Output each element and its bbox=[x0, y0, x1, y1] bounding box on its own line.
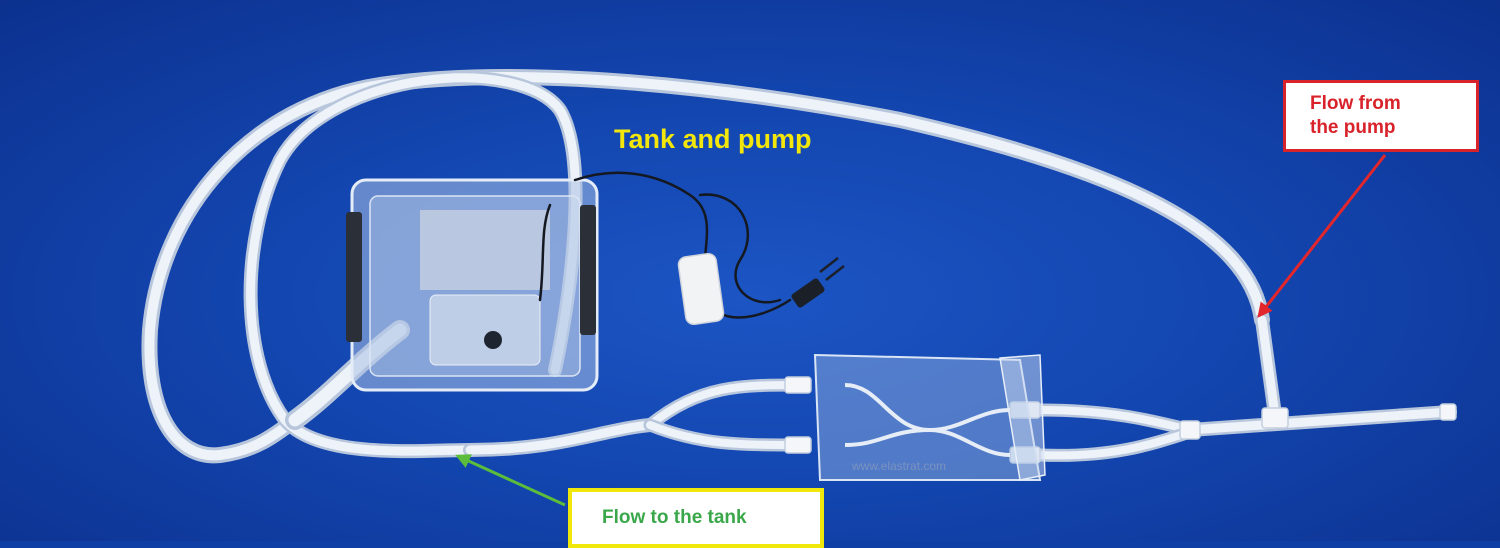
flow-chamber: www.elastrat.com bbox=[813, 353, 1046, 481]
flow-from-pump-line1: Flow from bbox=[1310, 93, 1401, 114]
water-tank bbox=[346, 178, 599, 392]
flow-to-tank-arrow bbox=[455, 454, 566, 507]
right-fork-tubes bbox=[1033, 403, 1457, 462]
flow-from-pump-arrow bbox=[1257, 154, 1387, 318]
flow-from-pump-callout: Flow from the pump bbox=[1283, 80, 1479, 152]
left-fork-tubes bbox=[643, 378, 807, 452]
power-plug bbox=[791, 278, 825, 308]
pump-cable bbox=[538, 171, 792, 319]
inner-loop-tube bbox=[243, 70, 583, 459]
cable-switch bbox=[677, 252, 725, 326]
flow-from-pump-line2: the pump bbox=[1310, 117, 1396, 138]
tank-and-pump-label: Tank and pump bbox=[614, 124, 812, 154]
flow-to-tank-callout: Flow to the tank bbox=[568, 488, 824, 548]
watermark-text: www.elastrat.com bbox=[851, 459, 946, 473]
